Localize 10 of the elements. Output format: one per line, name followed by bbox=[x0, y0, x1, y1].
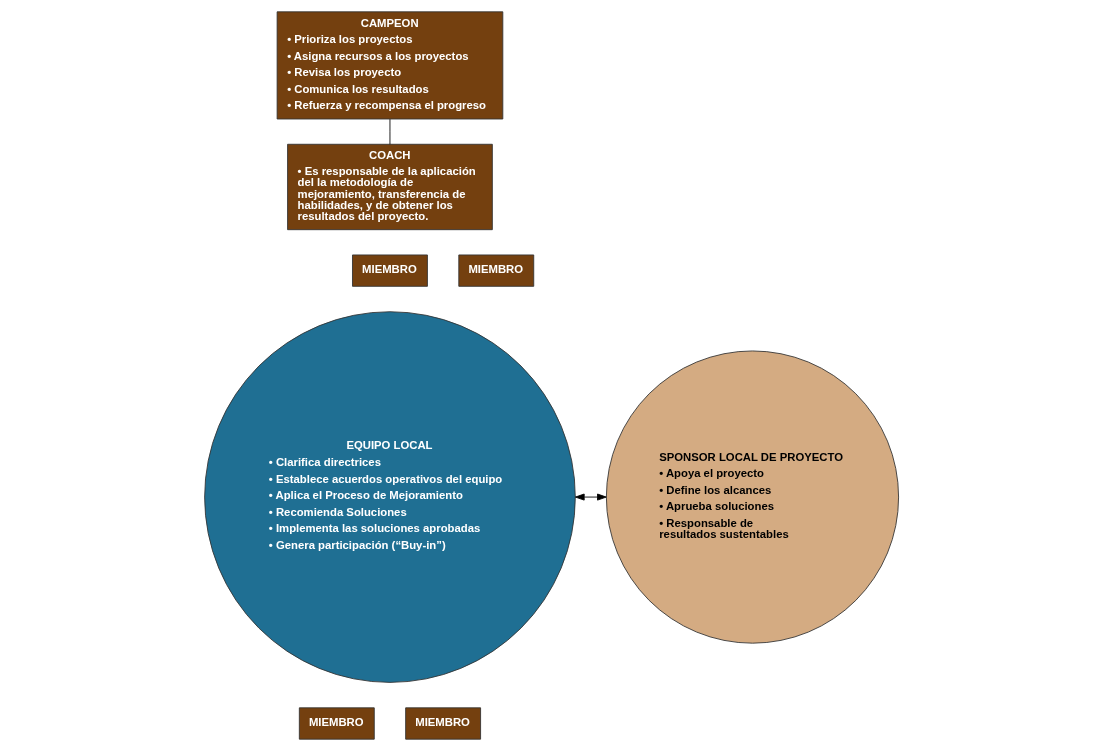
arrow bbox=[575, 493, 607, 501]
node-box: COACH • Es responsable de la aplicación del la metodología de mejoramiento, transferencia de habilidades, y de obtener los resultados del proyecto. bbox=[287, 143, 493, 231]
node-circle: SPONSOR LOCAL DE PROYECTO • Apoya el proyecto • Define los alcances • Aprueba soluciones • Responsable de resultados sustentables bbox=[605, 350, 900, 644]
connector bbox=[389, 118, 391, 145]
node-box: MIEMBRO bbox=[298, 707, 375, 740]
node-box: MIEMBRO bbox=[352, 254, 428, 287]
node-box: CAMPEON • Prioriza los proyectos • Asigna recursos a los proyectos • Revisa los proyecto • Comunica los resultados • Refuerza y recompensa el progreso bbox=[276, 11, 504, 120]
node-circle: EQUIPO LOCAL • Clarifica directrices • Establece acuerdos operativos del equipo • Aplica el Proceso de Mejoramiento • Recomienda Soluciones • Implementa las soluciones aprobadas • Genera participación (“Buy-in”) bbox=[204, 311, 576, 683]
node-box: MIEMBRO bbox=[458, 254, 535, 287]
node-box: MIEMBRO bbox=[405, 707, 482, 740]
